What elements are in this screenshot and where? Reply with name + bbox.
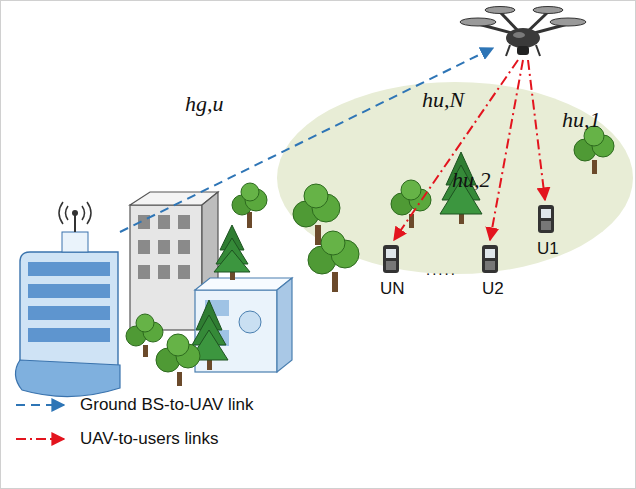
user-phone bbox=[482, 245, 498, 273]
coverage-area bbox=[277, 82, 633, 274]
legend-line bbox=[16, 404, 64, 406]
legend-line bbox=[16, 438, 64, 440]
user-phone bbox=[383, 245, 399, 273]
channel-label: hg,u bbox=[185, 92, 224, 116]
uav-user-link bbox=[528, 60, 545, 200]
channel-label: hu,N bbox=[422, 88, 464, 112]
user-label: UN bbox=[380, 280, 405, 299]
ellipsis-mark: ..... bbox=[426, 262, 457, 279]
user-label: U2 bbox=[482, 280, 504, 299]
channel-label: hu,1 bbox=[562, 108, 601, 132]
legend-entry: Ground BS-to-UAV link bbox=[14, 392, 254, 418]
legend-text: Ground BS-to-UAV link bbox=[80, 395, 254, 415]
legend-text: UAV-to-users links bbox=[80, 429, 219, 449]
user-phone bbox=[538, 205, 554, 233]
uav-user-link bbox=[490, 60, 523, 240]
user-label: U1 bbox=[537, 240, 559, 259]
bs-uav-link bbox=[120, 48, 493, 232]
buildings bbox=[15, 192, 292, 397]
uav-user-link bbox=[394, 60, 518, 240]
legend-sample bbox=[14, 398, 68, 412]
uav-drone bbox=[460, 7, 586, 57]
legend-sample bbox=[14, 432, 68, 446]
channel-label: hu,2 bbox=[452, 168, 491, 192]
legend-entry: UAV-to-users links bbox=[14, 426, 219, 452]
